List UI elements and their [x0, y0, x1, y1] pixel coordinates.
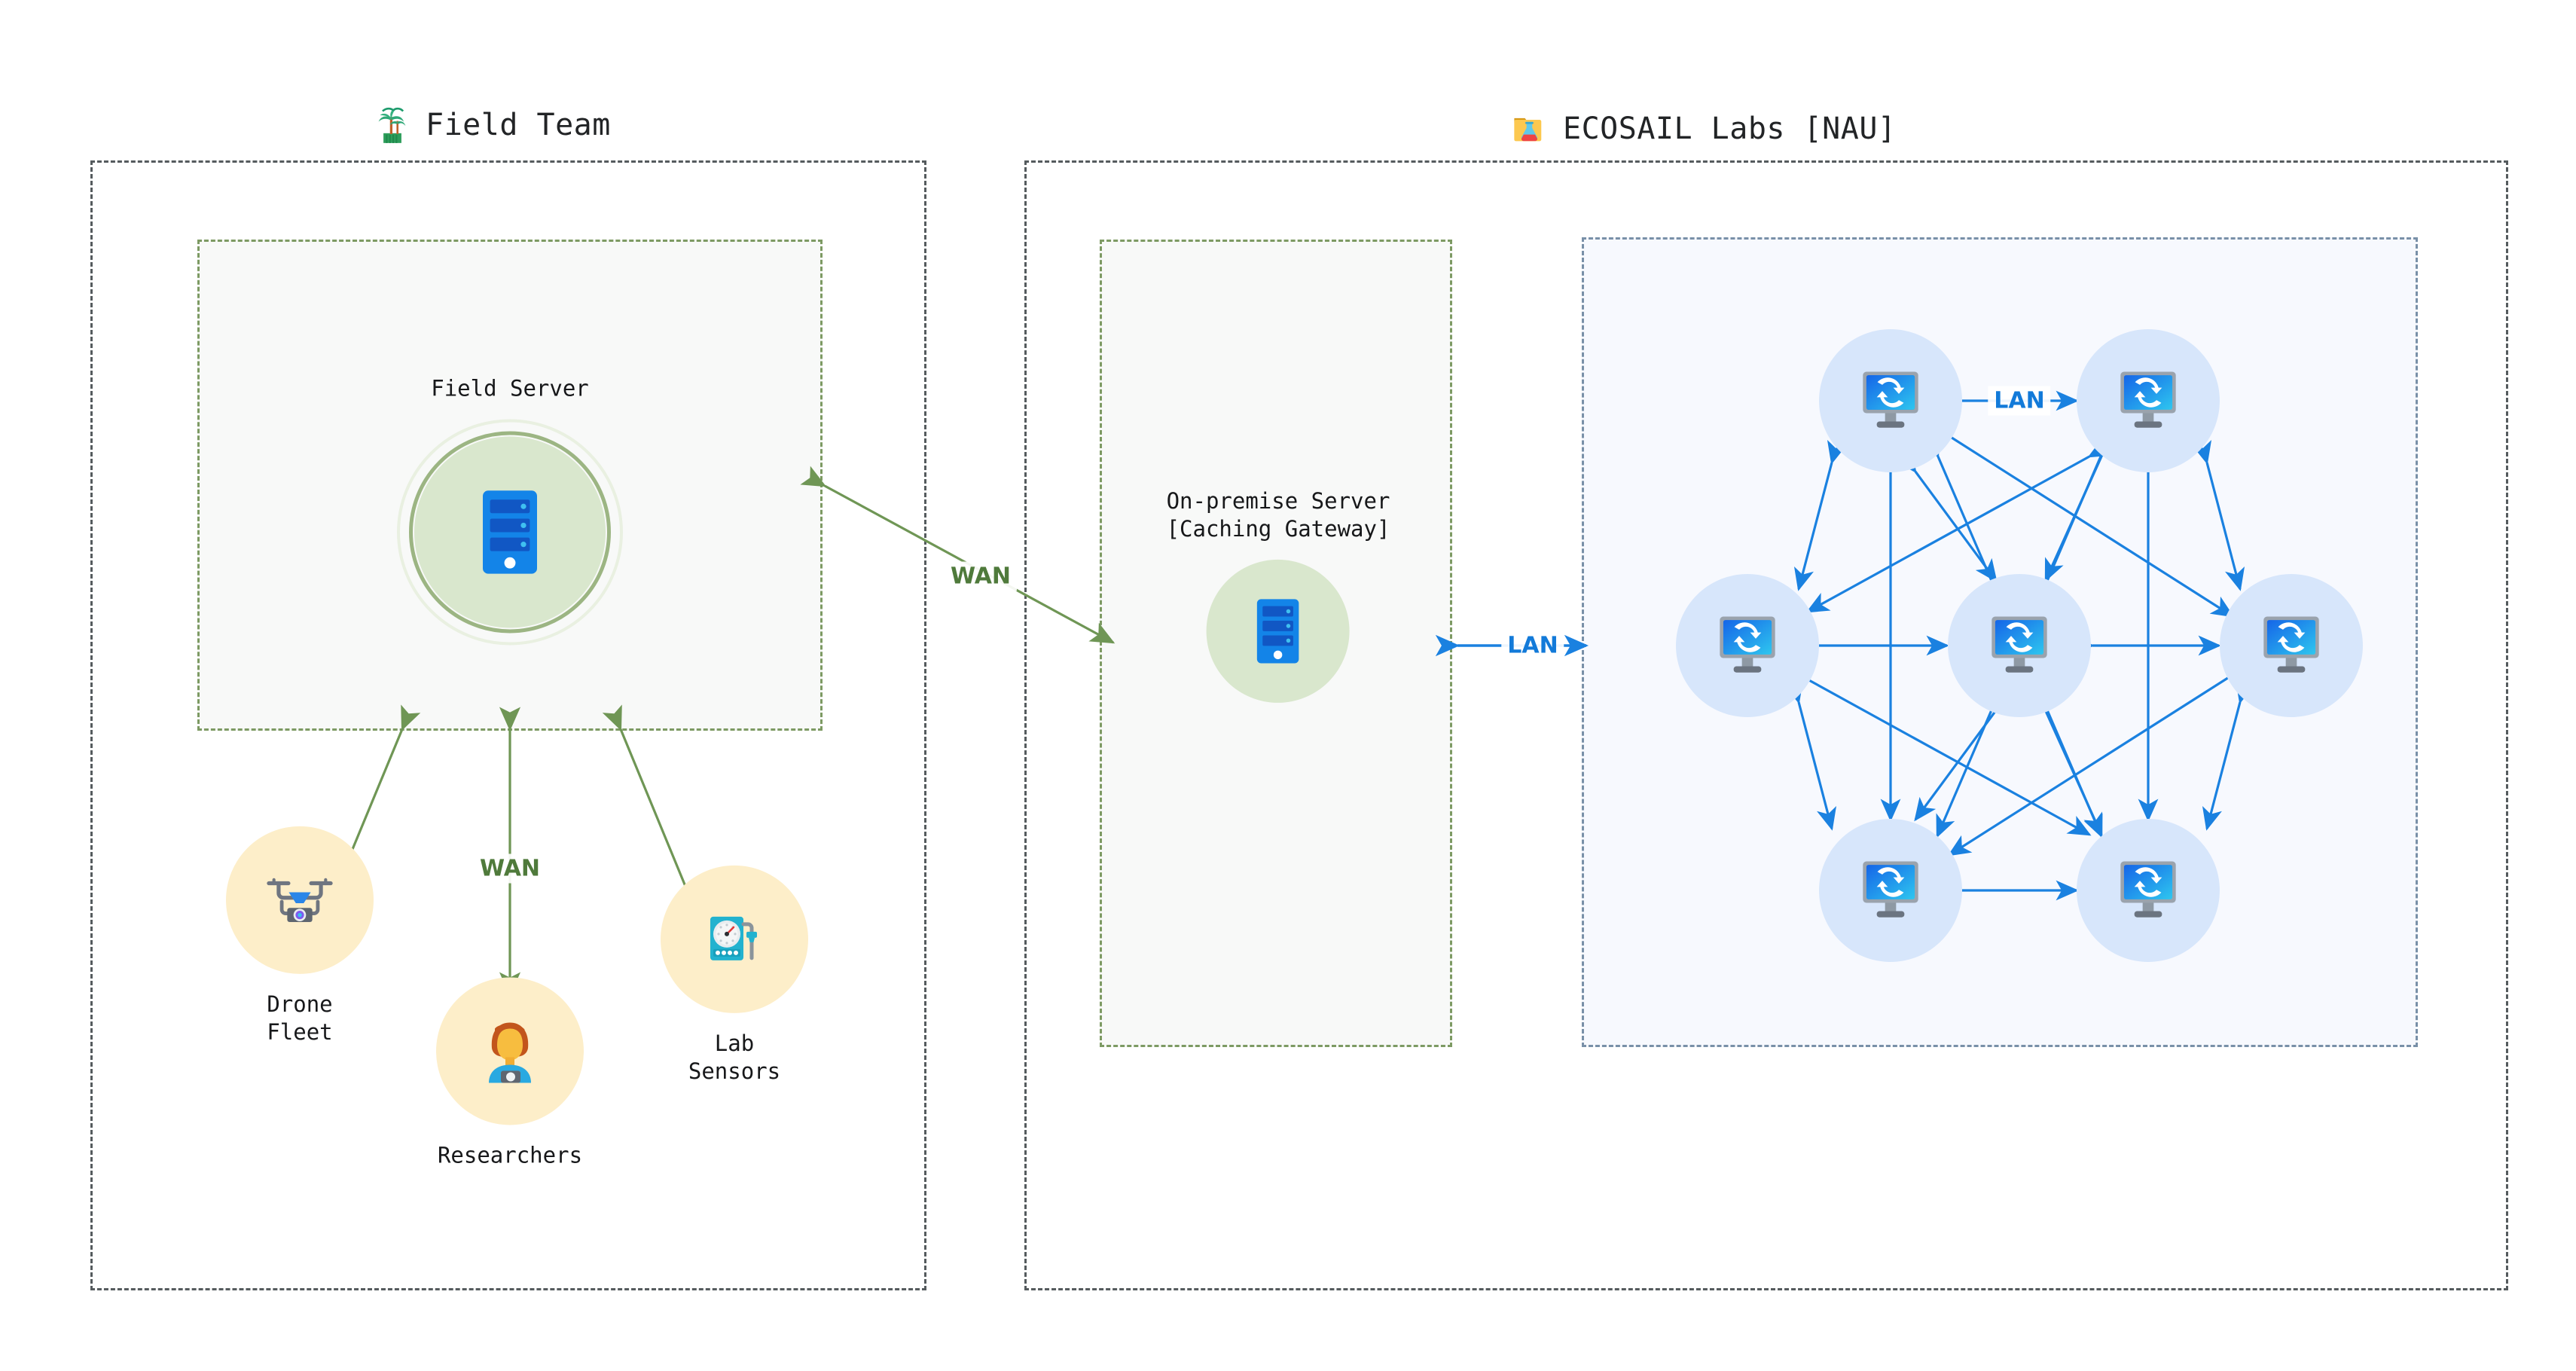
zone-title-field-team: Field Team	[373, 105, 611, 145]
zone-title-text: Field Team	[426, 108, 611, 142]
folder-flask-icon	[1510, 109, 1549, 148]
monitor-sync-icon	[1713, 612, 1782, 679]
server-tower-icon	[1250, 596, 1306, 667]
edge-label-wan-internal: WAN	[473, 853, 547, 884]
cluster-node-center[interactable]	[1948, 574, 2091, 717]
cluster-node-top-right[interactable]	[2077, 329, 2220, 472]
node-label-lab-sensors: Lab Sensors	[688, 1030, 781, 1084]
sensor-gauge-icon	[697, 902, 772, 977]
server-tower-icon	[474, 487, 546, 578]
cluster-node-left[interactable]	[1676, 574, 1819, 717]
edge-label-wan-external: WAN	[944, 561, 1018, 591]
drone-icon	[261, 861, 339, 939]
node-lab-sensors[interactable]: Lab Sensors	[661, 865, 808, 1086]
node-label-researchers: Researchers	[437, 1142, 583, 1168]
cluster-node-bottom-left[interactable]	[1819, 819, 1962, 962]
monitor-sync-icon	[2257, 612, 2326, 679]
monitor-sync-icon	[1856, 368, 1925, 434]
monitor-sync-icon	[2114, 368, 2183, 434]
node-label-onprem-server: On-premise Server [Caching Gateway]	[1166, 487, 1390, 542]
node-field-server[interactable]: Field Server	[397, 374, 623, 646]
monitor-sync-icon	[2114, 857, 2183, 924]
palm-tree-icon	[373, 105, 412, 145]
cluster-node-right[interactable]	[2220, 574, 2363, 717]
node-drone-fleet[interactable]: Drone Fleet	[226, 826, 374, 1046]
zone-field-team	[90, 160, 926, 1290]
researcher-person-icon	[472, 1013, 548, 1089]
node-researchers[interactable]: Researchers	[436, 977, 584, 1169]
cluster-node-bottom-right[interactable]	[2077, 819, 2220, 962]
node-label-field-server: Field Server	[431, 375, 589, 402]
cluster-node-top-left[interactable]	[1819, 329, 1962, 472]
zone-ecosail-labs	[1024, 160, 2508, 1290]
node-label-drone-fleet: Drone Fleet	[267, 991, 333, 1045]
node-onprem-server[interactable]: On-premise Server [Caching Gateway]	[1166, 487, 1390, 704]
edge-label-lan-cluster: LAN	[1988, 386, 2051, 416]
zone-title-text: ECOSAIL Labs [NAU]	[1563, 111, 1897, 146]
zone-title-ecosail-labs: ECOSAIL Labs [NAU]	[1510, 109, 1896, 148]
monitor-sync-icon	[1985, 612, 2054, 679]
edge-label-lan-gateway: LAN	[1501, 631, 1564, 661]
monitor-sync-icon	[1856, 857, 1925, 924]
